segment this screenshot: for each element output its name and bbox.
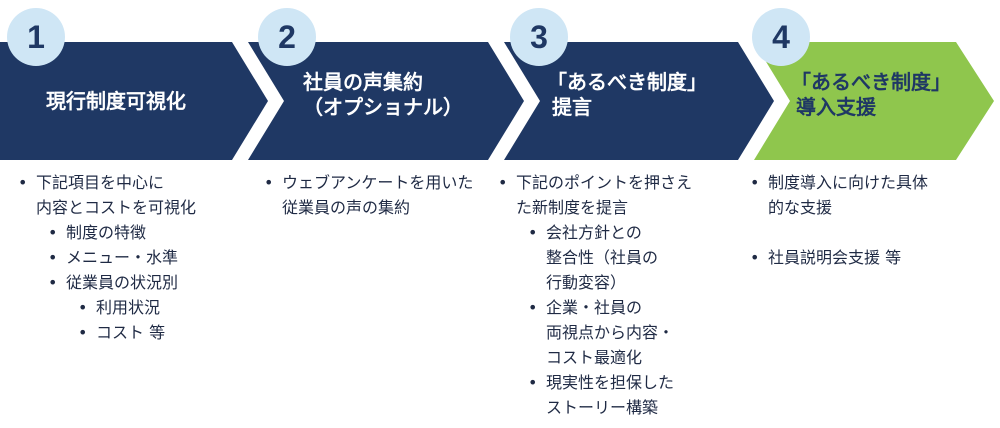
step-2-number-badge — [258, 8, 316, 66]
step-2-number: 2 — [278, 19, 296, 55]
step-4-description: 制度導入に向けた具体 的な支援 社員説明会支援 等 — [746, 170, 928, 270]
bullet-line: ストーリー構築 — [546, 398, 659, 417]
step-1-description: 下記項目を中心に 内容とコストを可視化 制度の特徴 メニュー・水準 従業員の状況… — [14, 170, 196, 345]
bullet-line: 制度導入に向けた具体 — [768, 173, 929, 192]
step-2-title-line: （オプショナル） — [303, 95, 463, 119]
bullet-line: コスト 等 — [96, 323, 166, 342]
sub-bullet-item: 企業・社員の 両視点から内容・ コスト最適化 — [524, 295, 692, 370]
bullet-item: 下記のポイントを押さえ た新制度を提言 会社方針との 整合性（社員の 行動変容）… — [494, 170, 692, 420]
step-1-number-badge — [7, 8, 65, 66]
bullet-item: 社員説明会支援 等 — [746, 245, 928, 270]
chevron-step-2 — [248, 42, 524, 160]
step-3-title: 「あるべき制度」 提言 — [547, 70, 707, 120]
sub-bullet-item: 現実性を担保した ストーリー構築 — [524, 370, 692, 420]
bullet-line: メニュー・水準 — [66, 248, 179, 267]
step-1-title: 現行制度可視化 — [46, 89, 186, 114]
sub-sub-bullet-item: コスト 等 — [74, 320, 196, 345]
bullet-line: 社員説明会支援 等 — [768, 248, 902, 267]
step-4-title-line: 導入支援 — [796, 95, 876, 119]
step-4-number-badge — [752, 8, 810, 66]
bullet-line: コスト最適化 — [546, 348, 643, 367]
bullet-item: 制度導入に向けた具体 的な支援 — [746, 170, 928, 220]
sub-bullet-item: 会社方針との 整合性（社員の 行動変容） — [524, 220, 692, 295]
bullet-line: 両視点から内容・ — [546, 323, 675, 342]
step-3-number-badge — [510, 8, 568, 66]
bullet-line: 利用状況 — [96, 298, 161, 317]
sub-bullet-item: 従業員の状況別 利用状況 コスト 等 — [44, 270, 196, 345]
bullet-line: 制度の特徴 — [66, 223, 147, 242]
bullet-line: た新制度を提言 — [516, 198, 629, 217]
bullet-line: 従業員の状況別 — [66, 273, 179, 292]
step-2-title-line: 社員の声集約 — [303, 70, 423, 94]
bullet-line: 内容とコストを可視化 — [36, 198, 197, 217]
step-2-description: ウェブアンケートを用いた 従業員の声の集約 — [260, 170, 473, 220]
sub-bullet-item: 制度の特徴 — [44, 220, 196, 245]
bullet-item: 下記項目を中心に 内容とコストを可視化 制度の特徴 メニュー・水準 従業員の状況… — [14, 170, 196, 345]
bullet-line: 下記のポイントを押さえ — [516, 173, 693, 192]
step-2-title: 社員の声集約 （オプショナル） — [303, 70, 463, 120]
bullet-line: 整合性（社員の — [546, 248, 659, 267]
step-4-title-line: 「あるべき制度」 — [791, 70, 951, 94]
bullet-item: ウェブアンケートを用いた 従業員の声の集約 — [260, 170, 473, 220]
bullet-line: 現実性を担保した — [546, 373, 675, 392]
step-3-title-line: 「あるべき制度」 — [547, 70, 707, 94]
bullet-line: 企業・社員の — [546, 298, 643, 317]
step-3-number: 3 — [530, 19, 548, 55]
bullet-line: 的な支援 — [768, 198, 833, 217]
bullet-line: ウェブアンケートを用いた — [282, 173, 474, 192]
bullet-line: 下記項目を中心に — [36, 173, 165, 192]
chevron-step-3 — [504, 42, 774, 160]
step-3-description: 下記のポイントを押さえ た新制度を提言 会社方針との 整合性（社員の 行動変容）… — [494, 170, 692, 420]
bullet-line: 行動変容） — [546, 273, 627, 292]
step-4-title: 「あるべき制度」 導入支援 — [791, 70, 951, 120]
sub-sub-bullet-item: 利用状況 — [74, 295, 196, 320]
step-3-title-line: 提言 — [552, 95, 592, 119]
bullet-line: 従業員の声の集約 — [282, 198, 411, 217]
chevron-step-4 — [754, 42, 994, 160]
bullet-line: 会社方針との — [546, 223, 642, 242]
step-1-title-line: 現行制度可視化 — [46, 89, 186, 113]
process-flow: 1 2 3 4 — [0, 8, 994, 160]
chevron-step-1 — [0, 42, 268, 160]
sub-bullet-item: メニュー・水準 — [44, 245, 196, 270]
step-1-number: 1 — [27, 19, 45, 55]
step-4-number: 4 — [772, 19, 790, 55]
